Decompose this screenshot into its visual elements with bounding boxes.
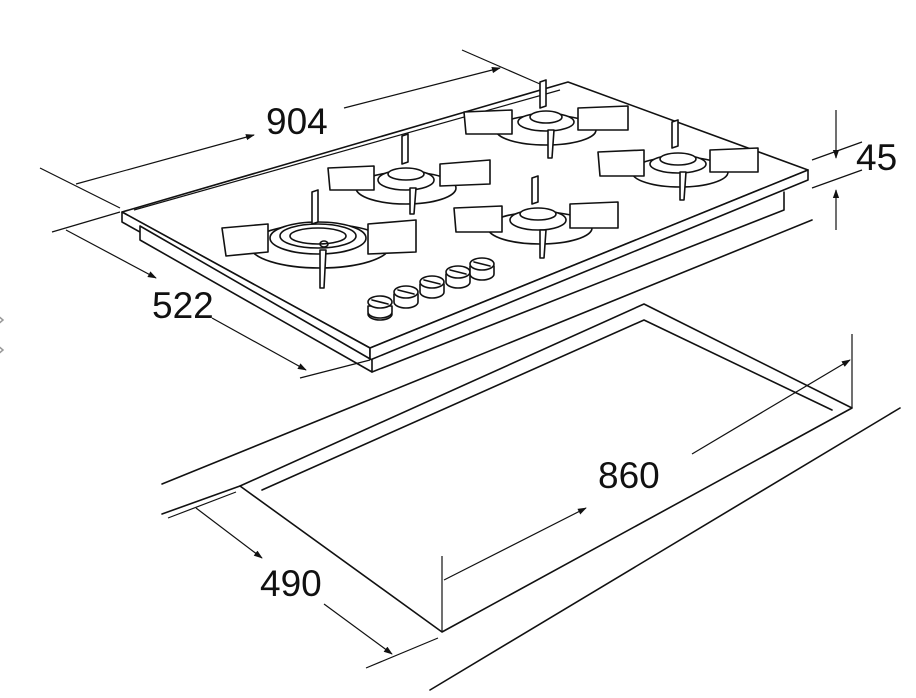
cutout-inner-wall: [261, 319, 833, 491]
chevron-right-icon[interactable]: [0, 344, 6, 356]
worktop-cutout: [239, 303, 853, 633]
countertop: [161, 219, 901, 691]
burner-rear-left: [327, 133, 491, 215]
burner-front-left-wok: [221, 189, 417, 289]
control-knob: [469, 257, 495, 281]
dimension-hob-height: 45: [811, 110, 897, 230]
dimension-cutout-depth: 490: [167, 491, 439, 669]
hob-depth-label: 522: [152, 285, 214, 326]
cutout-width-label: 860: [598, 455, 660, 496]
dimension-hob-width: 904: [39, 49, 541, 209]
control-knob: [419, 275, 445, 299]
control-knob: [445, 265, 471, 289]
countertop-right-edge: [429, 407, 901, 691]
hob-right-edge: [369, 169, 809, 361]
burner-rear-center: [463, 79, 629, 159]
countertop-back-edge: [161, 219, 813, 485]
control-knobs: [367, 257, 495, 321]
chevron-right-icon[interactable]: [0, 314, 6, 326]
dimension-cutout-width: 860: [441, 334, 853, 632]
control-knob: [367, 295, 393, 321]
dimension-hob-depth: 522: [51, 211, 371, 379]
hob-body-right: [371, 191, 785, 373]
burner-front-center: [453, 175, 619, 259]
cutout-outline: [239, 303, 853, 633]
cutout-depth-label: 490: [260, 563, 322, 604]
hob-width-label: 904: [266, 101, 328, 142]
hob-height-label: 45: [856, 137, 897, 178]
burner-right: [597, 119, 759, 201]
control-knob: [393, 285, 419, 309]
